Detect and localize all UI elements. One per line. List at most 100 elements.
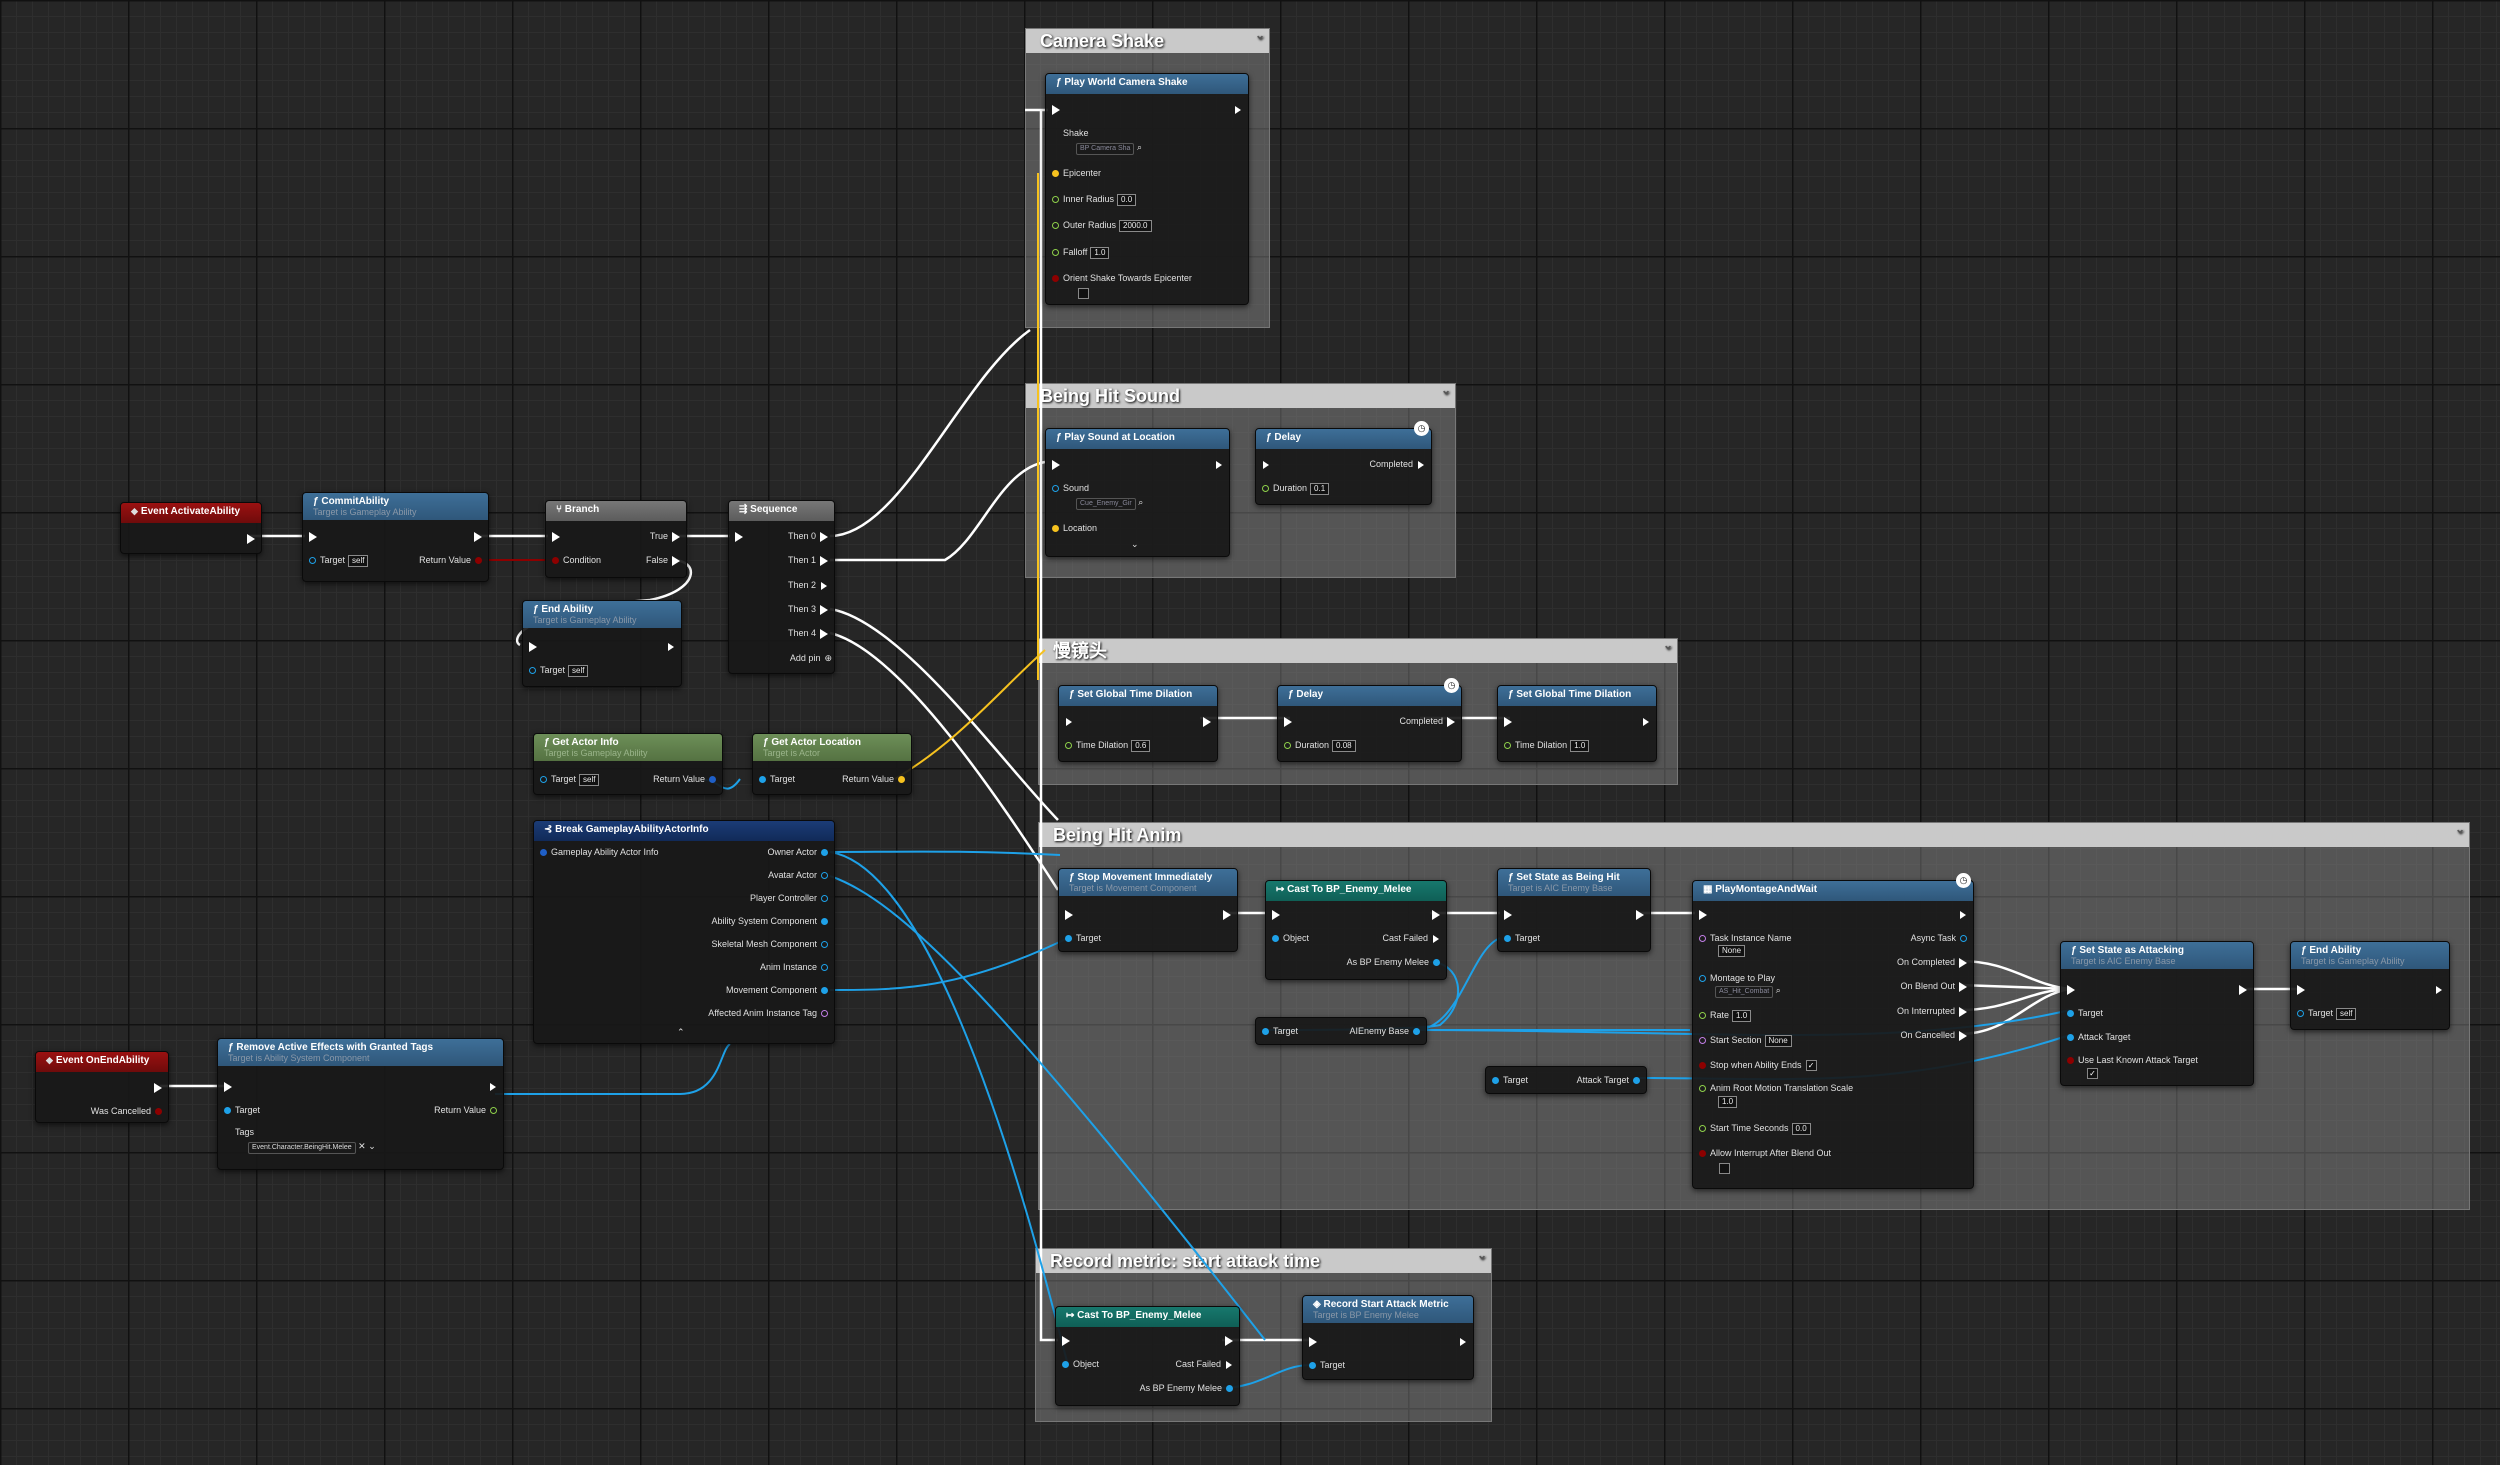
exec-in-pin[interactable] <box>1061 714 1077 728</box>
play-montage-and-wait-node[interactable]: ▦ PlayMontageAndWait◷ Task Instance Name… <box>1692 873 1974 1189</box>
actor-info-input-pin[interactable]: Gameplay Ability Actor Info <box>536 845 659 859</box>
close-icon[interactable]: ✕ <box>358 1141 366 1151</box>
exec-out-pin[interactable] <box>1455 1334 1471 1348</box>
condition-pin[interactable]: Condition <box>548 553 601 567</box>
then-3-pin[interactable]: Then 3 <box>788 602 832 616</box>
return-value-pin[interactable]: Return Value <box>419 553 486 567</box>
exec-out-pin[interactable] <box>1632 907 1648 921</box>
as-bp-enemy-melee-pin[interactable]: As BP Enemy Melee <box>1140 1381 1237 1395</box>
target-pin[interactable]: Target <box>220 1103 260 1117</box>
set-global-time-dilation-node[interactable]: ƒ Set Global Time Dilation Time Dilation… <box>1058 685 1218 762</box>
shake-dropdown[interactable]: BP Camera Sha ⌕ <box>1076 140 1142 155</box>
exec-in-pin[interactable] <box>525 639 541 653</box>
was-cancelled-pin[interactable]: Was Cancelled <box>91 1104 166 1118</box>
false-pin[interactable]: False <box>646 553 684 567</box>
target-pin[interactable]: Target <box>1258 1024 1298 1038</box>
cast-failed-pin[interactable]: Cast Failed <box>1175 1357 1237 1371</box>
attack-target-pin[interactable]: Attack Target <box>2063 1030 2130 1044</box>
play-sound-at-location-node[interactable]: ƒ Play Sound at Location Sound Cue_Enemy… <box>1045 428 1230 557</box>
orient-checkbox[interactable] <box>1074 286 1089 300</box>
exec-in-pin[interactable] <box>2063 982 2079 996</box>
exec-out-pin[interactable] <box>1221 1333 1237 1347</box>
tags-value-chip[interactable]: Event.Character.BeingHit.Melee ✕ ⌄ <box>248 1139 376 1154</box>
anim-root-motion-pin[interactable]: Anim Root Motion Translation Scale <box>1695 1081 1853 1095</box>
event-on-end-ability-node[interactable]: ◆Event OnEndAbility Was Cancelled <box>35 1051 169 1123</box>
async-task-pin[interactable]: Async Task <box>1911 931 1971 945</box>
target-pin[interactable]: Target <box>1305 1358 1345 1372</box>
exec-in-pin[interactable] <box>1500 907 1516 921</box>
target-pin[interactable]: Target <box>755 772 795 786</box>
branch-node[interactable]: ⑂ Branch True Condition False <box>545 500 687 578</box>
task-instance-name-pin[interactable]: Task Instance Name <box>1695 931 1792 945</box>
shake-pin[interactable]: Shake <box>1063 128 1089 138</box>
exec-in-pin[interactable] <box>2293 982 2309 996</box>
object-pin[interactable]: Object <box>1058 1357 1099 1371</box>
exec-in-pin[interactable] <box>1048 457 1064 471</box>
on-cancelled-pin[interactable]: On Cancelled <box>1900 1028 1971 1042</box>
completed-pin[interactable]: Completed <box>1399 714 1459 728</box>
use-last-known-attack-target-pin[interactable]: Use Last Known Attack Target <box>2063 1053 2198 1067</box>
as-bp-enemy-melee-pin[interactable]: As BP Enemy Melee <box>1347 955 1444 969</box>
then-1-pin[interactable]: Then 1 <box>788 553 832 567</box>
target-pin[interactable]: Target <box>1488 1073 1528 1087</box>
break-gameplay-ability-actor-info-node[interactable]: ⊰ Break GameplayAbilityActorInfo Gamepla… <box>533 820 835 1044</box>
exec-in-pin[interactable] <box>731 529 747 543</box>
exec-in-pin[interactable] <box>1258 457 1274 471</box>
true-pin[interactable]: True <box>650 529 684 543</box>
allow-interrupt-checkbox[interactable] <box>1715 1161 1730 1175</box>
use-last-known-checkbox[interactable]: ✓ <box>2083 1066 2098 1080</box>
target-pin[interactable]: Target <box>1500 931 1540 945</box>
anim-instance-pin[interactable]: Anim Instance <box>760 960 832 974</box>
exec-out-pin[interactable] <box>485 1079 501 1093</box>
affected-anim-instance-tag-pin[interactable]: Affected Anim Instance Tag <box>708 1006 832 1020</box>
return-value-pin[interactable]: Return Value <box>653 772 720 786</box>
exec-out-pin[interactable] <box>1230 102 1246 116</box>
location-pin[interactable]: Location <box>1048 521 1097 535</box>
exec-out-pin[interactable] <box>663 639 679 653</box>
get-aic-enemy-base-node[interactable]: Target AIEnemy Base <box>1255 1017 1427 1045</box>
exec-in-pin[interactable] <box>548 529 564 543</box>
set-global-time-dilation-node[interactable]: ƒ Set Global Time Dilation Time Dilation… <box>1497 685 1657 762</box>
cast-to-bp-enemy-melee-node[interactable]: ↦ Cast To BP_Enemy_Melee Object Cast Fai… <box>1055 1306 1240 1406</box>
exec-in-pin[interactable] <box>1268 907 1284 921</box>
exec-out-pin[interactable] <box>150 1080 166 1094</box>
exec-in-pin[interactable] <box>1695 907 1711 921</box>
exec-out-pin[interactable] <box>1199 714 1215 728</box>
stop-when-ability-ends-pin[interactable]: Stop when Ability Ends✓ <box>1695 1058 1817 1072</box>
orient-shake-pin[interactable]: Orient Shake Towards Epicenter <box>1048 271 1192 285</box>
exec-out-pin[interactable] <box>1219 907 1235 921</box>
target-pin[interactable]: Target <box>1061 931 1101 945</box>
exec-in-pin[interactable] <box>1500 714 1516 728</box>
owner-actor-pin[interactable]: Owner Actor <box>767 845 832 859</box>
exec-out-pin[interactable] <box>2431 982 2447 996</box>
movement-component-pin[interactable]: Movement Component <box>726 983 832 997</box>
attack-target-pin[interactable]: Attack Target <box>1577 1073 1644 1087</box>
return-value-pin[interactable]: Return Value <box>842 772 909 786</box>
player-controller-pin[interactable]: Player Controller <box>750 891 832 905</box>
object-pin[interactable]: Object <box>1268 931 1309 945</box>
play-world-camera-shake-node[interactable]: ƒ Play World Camera Shake Shake BP Camer… <box>1045 73 1249 305</box>
exec-out-pin[interactable] <box>2235 982 2251 996</box>
then-4-pin[interactable]: Then 4 <box>788 626 832 640</box>
aienemy-base-pin[interactable]: AIEnemy Base <box>1349 1024 1424 1038</box>
exec-out-pin[interactable] <box>1428 907 1444 921</box>
stop-when-ability-ends-checkbox[interactable]: ✓ <box>1805 1060 1817 1072</box>
exec-in-pin[interactable] <box>220 1079 236 1093</box>
chevron-down-icon[interactable]: ⌄ <box>368 1141 376 1151</box>
ability-system-component-pin[interactable]: Ability System Component <box>711 914 832 928</box>
